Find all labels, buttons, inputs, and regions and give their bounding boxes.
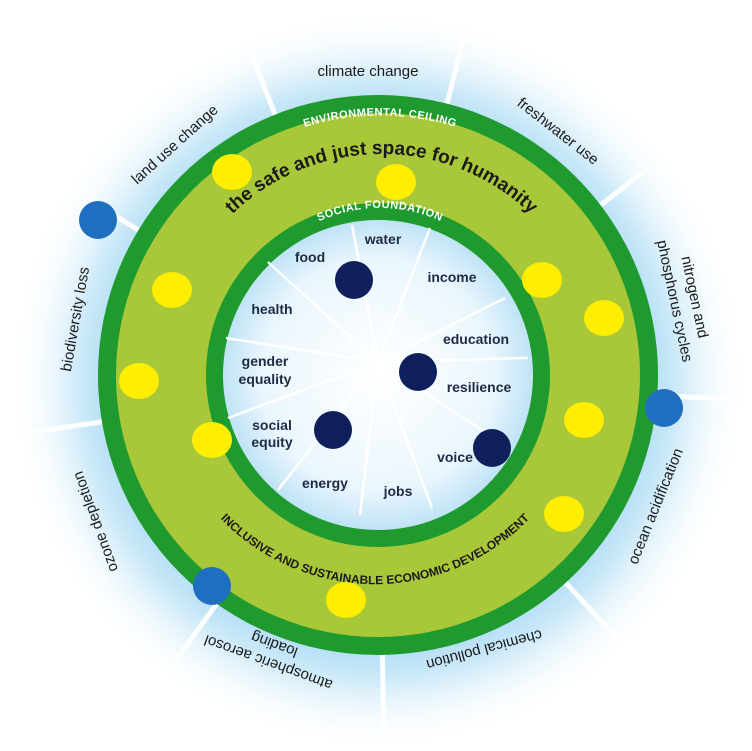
yellow-marker [522,262,562,298]
yellow-marker [376,164,416,200]
inner-spokes [225,224,529,516]
inner-core [223,220,533,530]
navy-marker [399,353,437,391]
yellow-marker [564,402,604,438]
social-equity-label-line1: social [252,417,292,433]
gender-equality-label-line1: gender [242,353,289,369]
yellow-marker [212,154,252,190]
health-label: health [251,301,292,317]
blue-markers [79,201,683,605]
navy-marker [314,411,352,449]
yellow-marker [584,300,624,336]
social-equity-label-line2: equity [251,434,292,450]
food-label: food [295,249,325,265]
blue-marker [79,201,117,239]
navy-marker [335,261,373,299]
voice-label: voice [437,449,473,465]
navy-marker [473,429,511,467]
resilience-label: resilience [447,379,512,395]
blue-marker [193,567,231,605]
jobs-label: jobs [383,483,413,499]
yellow-marker [192,422,232,458]
blue-marker [645,389,683,427]
yellow-marker [119,363,159,399]
yellow-marker [326,582,366,618]
energy-label: energy [302,475,348,491]
income-label: income [427,269,476,285]
water-label: water [364,231,402,247]
navy-markers [314,261,511,467]
gender-equality-label-line2: equality [239,371,292,387]
yellow-marker [152,272,192,308]
yellow-marker [544,496,584,532]
climate-change-label: climate change [318,63,419,80]
education-label: education [443,331,509,347]
yellow-markers [119,154,624,618]
